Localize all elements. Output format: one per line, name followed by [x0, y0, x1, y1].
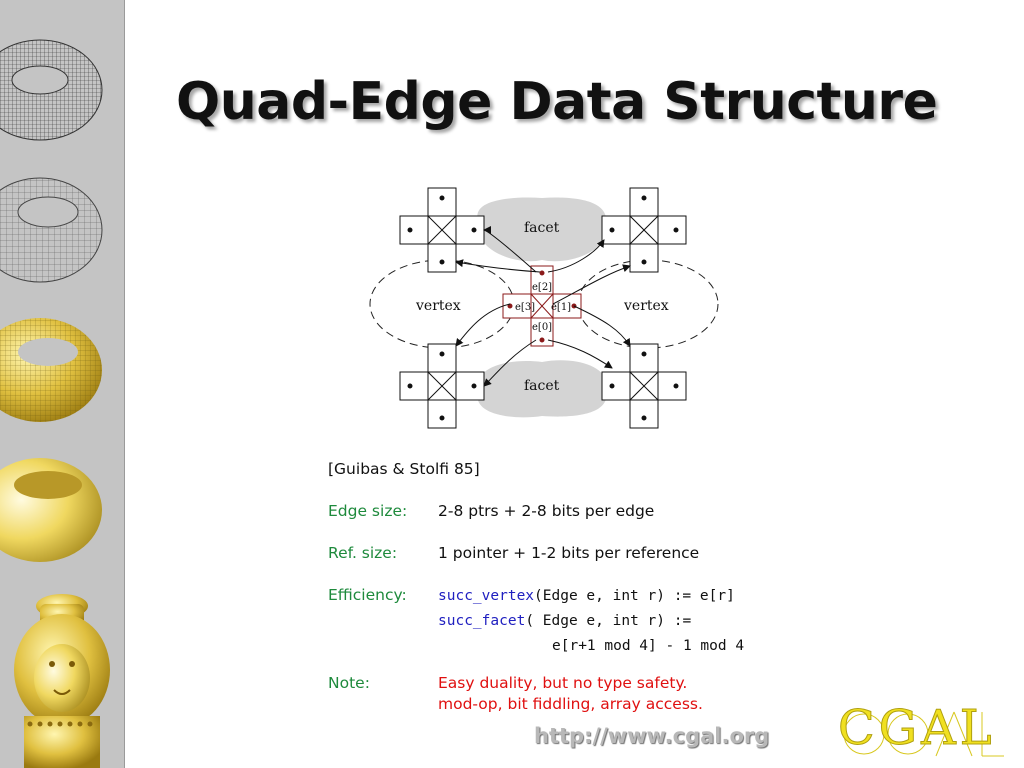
succ-facet-body: e[r+1 mod 4] - 1 mod 4	[552, 638, 745, 654]
vertex-right-label: vertex	[623, 298, 669, 314]
note-line-2: mod-op, bit fiddling, array access.	[438, 695, 703, 713]
quad-edge-node-top-left	[399, 187, 485, 273]
facet-top-region	[477, 197, 607, 262]
ref-size-label: Ref. size:	[328, 544, 398, 562]
succ-facet-signature: ( Edge e, int r) :=	[525, 613, 692, 629]
succ-vertex-fn: succ_vertex	[438, 588, 535, 604]
facet-bottom-label: facet	[524, 378, 560, 394]
quad-edge-node-top-right	[601, 187, 687, 273]
ref-size-value: 1 pointer + 1-2 bits per reference	[438, 544, 700, 562]
citation: [Guibas & Stolfi 85]	[328, 460, 480, 478]
mesh-torus-icon	[0, 177, 103, 283]
edge-label-e0: e[0]	[532, 322, 552, 333]
quad-edge-node-bottom-right	[601, 343, 687, 429]
edge-label-e2: e[2]	[532, 282, 552, 293]
cgal-logo-text: CGAL	[838, 700, 996, 757]
facet-top-label: facet	[524, 220, 560, 236]
efficiency-label: Efficiency:	[328, 586, 407, 604]
decorative-sidebar	[0, 0, 125, 768]
succ-vertex-signature: (Edge e, int r) := e[r]	[534, 588, 735, 604]
note-line-1: Easy duality, but no type safety.	[438, 674, 688, 692]
wireframe-torus-icon	[0, 39, 103, 141]
succ-facet-line: succ_facet( Edge e, int r) :=	[438, 613, 691, 629]
lion-sculpture-icon	[14, 594, 110, 768]
cgal-logo-icon	[843, 711, 1004, 757]
succ-facet-fn: succ_facet	[438, 613, 526, 629]
vertex-right-region	[577, 259, 719, 349]
quad-edge-node-bottom-left	[399, 343, 485, 429]
slide-title: Quad-Edge Data Structure	[176, 72, 938, 132]
edge-size-value: 2-8 ptrs + 2-8 bits per edge	[438, 502, 655, 520]
vertex-left-label: vertex	[415, 298, 461, 314]
edge-label-e3: e[3]	[515, 302, 535, 313]
facet-bottom-region	[477, 360, 607, 418]
shaded-mesh-torus-icon	[0, 318, 102, 422]
cgal-url-link[interactable]: http://www.cgal.org	[534, 724, 770, 748]
edge-label-e1: e[1]	[551, 302, 571, 313]
note-label: Note:	[328, 674, 370, 692]
succ-vertex-line: succ_vertex(Edge e, int r) := e[r]	[438, 588, 735, 604]
quad-edge-diagram: facet facet vertex vertex e[2] e[3] e[1]…	[369, 187, 719, 429]
edge-size-label: Edge size:	[328, 502, 408, 520]
quad-edge-center	[502, 265, 582, 347]
smooth-torus-icon	[0, 458, 102, 562]
